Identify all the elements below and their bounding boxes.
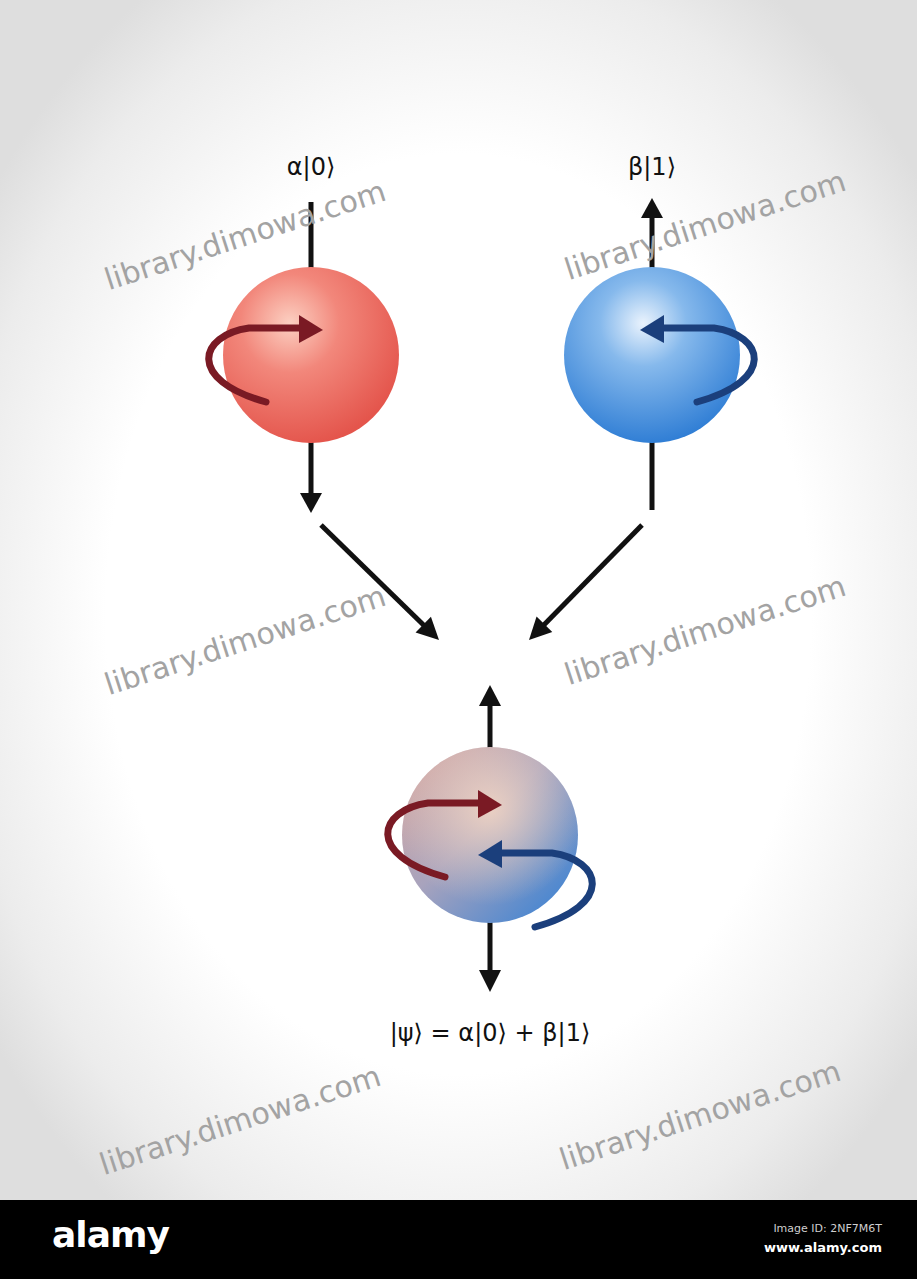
watermark: library.dimowa.com xyxy=(95,1058,385,1182)
watermark: library.dimowa.com xyxy=(560,163,850,287)
state-label: α|0⟩ xyxy=(287,150,336,184)
spin-arrowhead xyxy=(640,315,664,343)
particle-sphere xyxy=(402,747,578,923)
particle-sphere xyxy=(223,267,399,443)
merge-arrow xyxy=(529,525,642,640)
sphere-highlight xyxy=(402,747,578,923)
spin-arrowhead xyxy=(299,315,323,343)
site-url: www.alamy.com xyxy=(764,1240,882,1255)
state-arrowhead xyxy=(300,493,322,513)
watermark: library.dimowa.com xyxy=(555,1053,845,1177)
watermark: library.dimowa.com xyxy=(100,578,390,702)
spin-arrow xyxy=(500,853,592,927)
state-arrowhead xyxy=(479,970,501,992)
spin-arrowhead xyxy=(478,790,502,818)
watermark: library.dimowa.com xyxy=(560,568,850,692)
spin-arrow xyxy=(209,328,301,402)
image-id: Image ID: 2NF7M6T xyxy=(773,1222,882,1235)
brand-logo: alamy xyxy=(52,1214,169,1255)
state-arrowhead xyxy=(479,685,501,706)
state-label: |ψ⟩ = α|0⟩ + β|1⟩ xyxy=(390,1016,591,1050)
spin-arrowhead xyxy=(478,840,502,868)
particle-sphere xyxy=(564,267,740,443)
spin-arrow xyxy=(388,803,480,877)
qubit-state: |ψ⟩ = α|0⟩ + β|1⟩ xyxy=(340,680,640,1050)
state-label: β|1⟩ xyxy=(628,150,676,184)
spin-arrow xyxy=(662,328,754,402)
sphere-illustration xyxy=(340,680,640,1050)
state-arrowhead xyxy=(641,198,663,218)
